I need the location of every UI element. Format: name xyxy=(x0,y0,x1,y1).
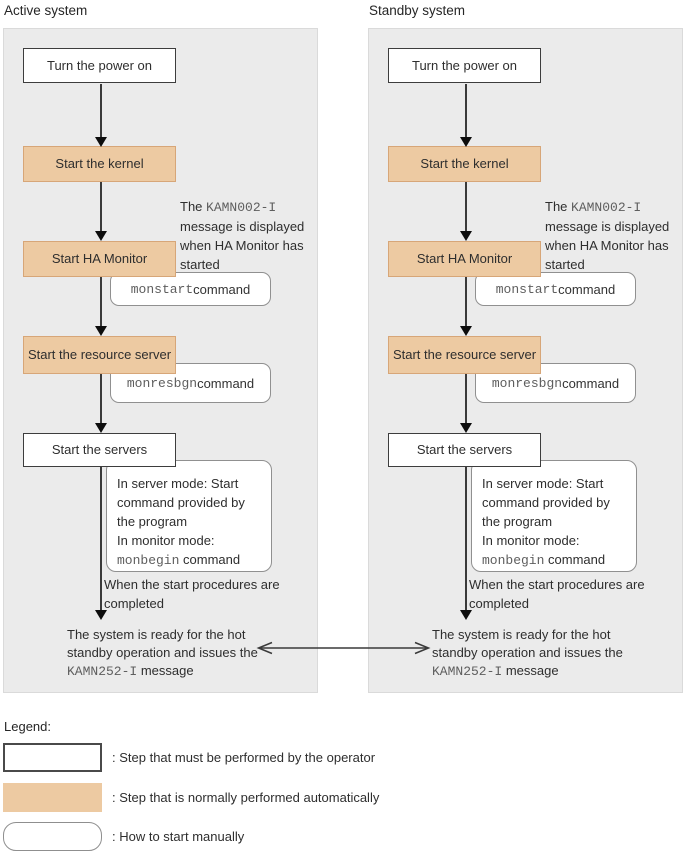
step-label: Turn the power on xyxy=(46,57,153,73)
command-name: monstart xyxy=(130,281,194,297)
message-id: KAMN252-I xyxy=(432,664,503,679)
monresbgn-command-bubble: monresbgn command xyxy=(110,363,271,403)
arrow-ha-to-resource xyxy=(460,277,472,336)
legend-title: Legend: xyxy=(4,719,51,734)
command-name: monresbgn xyxy=(126,375,198,391)
command-name: monbegin xyxy=(482,553,545,568)
step-turn-power-on: Turn the power on xyxy=(388,48,541,83)
server-mode-note: In server mode: Start command provided b… xyxy=(482,476,610,529)
standby-system-panel: monstart command monresbgn command In se… xyxy=(368,28,683,693)
server-mode-note: In server mode: Start command provided b… xyxy=(117,476,245,529)
kamn002-note: The KAMN002-I message is displayed when … xyxy=(545,197,676,274)
message-id: KAMN002-I xyxy=(571,200,642,215)
monresbgn-command-bubble: monresbgn command xyxy=(475,363,636,403)
arrow-ha-to-resource xyxy=(95,277,107,336)
arrow-kernel-to-ha xyxy=(460,182,472,241)
step-label: Start the kernel xyxy=(420,156,509,171)
step-label: Start the kernel xyxy=(55,156,144,171)
command-suffix: command xyxy=(544,552,606,567)
legend-swatch-automatic-step xyxy=(3,783,102,812)
step-label: Start HA Monitor xyxy=(51,251,148,266)
monstart-command-bubble: monstart command xyxy=(475,272,636,306)
step-label: Start the servers xyxy=(51,442,148,457)
step-label: Start the resource server xyxy=(392,347,537,362)
active-system-panel: monstart command monresbgn command In se… xyxy=(3,28,318,693)
start-complete-note: When the start procedures are completed xyxy=(104,577,280,611)
step-start-ha-monitor: Start HA Monitor xyxy=(388,241,541,277)
arrow-power-to-kernel xyxy=(95,84,107,147)
command-name: monstart xyxy=(495,281,559,297)
arrow-resource-to-servers xyxy=(460,374,472,433)
step-label: Turn the power on xyxy=(411,57,518,73)
step-label: Start HA Monitor xyxy=(416,251,513,266)
step-start-ha-monitor: Start HA Monitor xyxy=(23,241,176,277)
step-start-servers: Start the servers xyxy=(388,433,541,467)
step-label: Start the resource server xyxy=(27,347,172,362)
server-start-note-bubble: In server mode: Start command provided b… xyxy=(471,460,637,572)
legend-label-manual-start: : How to start manually xyxy=(112,829,245,844)
arrowhead-icon xyxy=(95,326,107,336)
arrowhead-icon xyxy=(460,326,472,336)
kamn002-note: The KAMN002-I message is displayed when … xyxy=(180,197,311,274)
active-system-title: Active system xyxy=(4,3,88,18)
step-start-kernel: Start the kernel xyxy=(23,146,176,182)
legend-label-automatic-step: : Step that is normally performed automa… xyxy=(112,790,380,805)
message-id: KAMN252-I xyxy=(67,664,138,679)
legend-swatch-operator-step xyxy=(3,743,102,772)
command-suffix: command xyxy=(193,281,251,297)
step-label: Start the servers xyxy=(416,442,513,457)
arrow-power-to-kernel xyxy=(460,84,472,147)
command-name: monresbgn xyxy=(491,375,563,391)
step-start-resource-server: Start the resource server xyxy=(388,336,541,374)
arrowhead-icon xyxy=(460,423,472,433)
arrowhead-icon xyxy=(95,231,107,241)
message-id: KAMN002-I xyxy=(206,200,277,215)
arrow-resource-to-servers xyxy=(95,374,107,433)
step-turn-power-on: Turn the power on xyxy=(23,48,176,83)
start-complete-note: When the start procedures are completed xyxy=(469,577,645,611)
monstart-command-bubble: monstart command xyxy=(110,272,271,306)
note-text: The system is ready for the hot standby … xyxy=(67,627,258,660)
hot-standby-ready-note: The system is ready for the hot standby … xyxy=(67,626,259,681)
monitor-mode-command: monbegin command xyxy=(482,550,627,570)
monitor-mode-note: In monitor mode: xyxy=(482,533,580,548)
arrowhead-icon xyxy=(460,231,472,241)
legend-label-operator-step: : Step that must be performed by the ope… xyxy=(112,750,376,765)
note-text: The xyxy=(180,199,207,214)
server-start-note-bubble: In server mode: Start command provided b… xyxy=(106,460,272,572)
step-start-kernel: Start the kernel xyxy=(388,146,541,182)
note-text: message is displayed when HA Monitor has… xyxy=(545,219,670,272)
command-name: monbegin xyxy=(117,553,180,568)
arrowhead-icon xyxy=(95,423,107,433)
step-start-resource-server: Start the resource server xyxy=(23,336,176,374)
command-suffix: command xyxy=(558,281,616,297)
legend-swatch-manual-start xyxy=(3,822,102,851)
note-text: The system is ready for the hot standby … xyxy=(432,627,623,660)
command-suffix: command xyxy=(179,552,241,567)
arrow-kernel-to-ha xyxy=(95,182,107,241)
note-text: message is displayed when HA Monitor has… xyxy=(180,219,305,272)
command-suffix: command xyxy=(197,375,255,391)
command-suffix: command xyxy=(562,375,620,391)
monitor-mode-command: monbegin command xyxy=(117,550,262,570)
monitor-mode-note: In monitor mode: xyxy=(117,533,215,548)
standby-system-title: Standby system xyxy=(369,3,466,18)
note-text: The xyxy=(545,199,572,214)
hot-standby-ready-note: The system is ready for the hot standby … xyxy=(432,626,633,681)
note-text: message xyxy=(137,663,194,678)
step-start-servers: Start the servers xyxy=(23,433,176,467)
note-text: message xyxy=(502,663,559,678)
